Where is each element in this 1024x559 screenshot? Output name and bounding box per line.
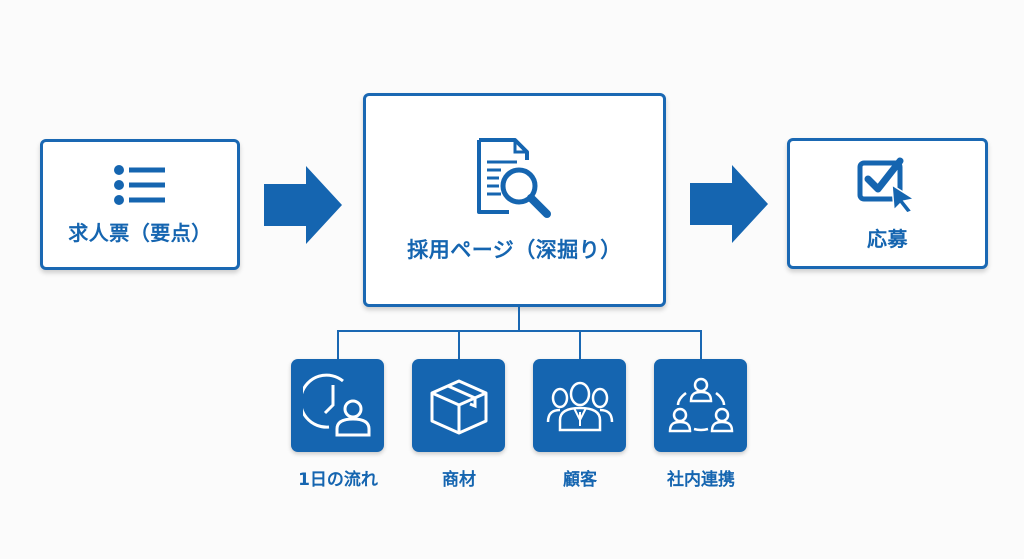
connector-line (518, 307, 520, 331)
team-collaboration-icon (668, 377, 733, 432)
step-apply: 応募 (787, 138, 988, 269)
step-job-posting: 求人票（要点） (40, 139, 240, 270)
detail-label: 顧客 (563, 470, 597, 490)
connector-line (337, 330, 339, 360)
detail-collaboration (654, 359, 747, 452)
step-recruit-page: 採用ページ（深掘り） (363, 93, 666, 307)
detail-daily-flow (291, 359, 384, 452)
arrow-right-icon (264, 166, 342, 244)
checkbox-cursor-icon (857, 157, 916, 213)
detail-customers (533, 359, 626, 452)
list-icon (114, 165, 165, 205)
document-search-icon (476, 138, 551, 218)
step-label: 応募 (867, 227, 908, 251)
package-box-icon (430, 379, 487, 434)
arrow-right-icon (690, 165, 768, 243)
customer-group-icon (546, 381, 613, 431)
clock-person-icon (302, 373, 370, 436)
connector-line (700, 330, 702, 360)
step-label: 採用ページ（深掘り） (407, 238, 622, 262)
detail-label: 商材 (442, 470, 476, 490)
step-label: 求人票（要点） (68, 221, 212, 245)
detail-label: 社内連携 (667, 470, 735, 490)
connector-line (579, 330, 581, 360)
detail-products (412, 359, 505, 452)
connector-line (458, 330, 460, 360)
detail-label: 1日の流れ (298, 470, 378, 490)
connector-line (337, 330, 701, 332)
